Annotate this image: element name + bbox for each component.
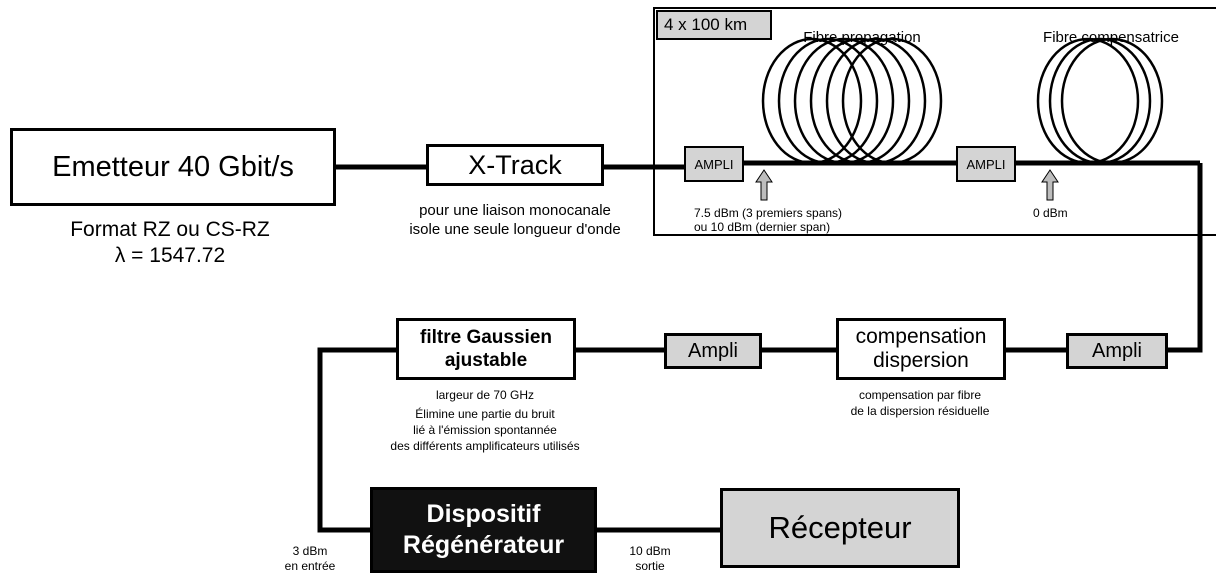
- span-frame: [653, 7, 1216, 236]
- span-ampli-1-label: AMPLI: [694, 156, 734, 172]
- regenerator-label-2: Régénérateur: [402, 531, 565, 559]
- filter-label-1: filtre Gaussien: [420, 327, 552, 348]
- receiver-label: Récepteur: [768, 510, 912, 545]
- filter-note-3: lié à l'émission spontannée: [413, 423, 557, 437]
- power-note-1a: 7.5 dBm (3 premiers spans): [694, 206, 843, 220]
- power-note-2: 0 dBm: [1033, 206, 1068, 220]
- filter-note-1: largeur de 70 GHz: [435, 388, 535, 402]
- emitter-label: Emetteur 40 Gbit/s: [52, 150, 294, 183]
- propagation-fibre-coil: [761, 37, 943, 165]
- regenerator-output-power: 10 dBm: [629, 544, 671, 558]
- compensation-note-1: compensation par fibre: [858, 388, 982, 402]
- receiver-box: Récepteur: [720, 488, 960, 568]
- span-ampli-2-label: AMPLI: [966, 156, 1006, 172]
- span-label-box: 4 x 100 km: [656, 10, 772, 40]
- compensation-fibre-coil: [1036, 37, 1164, 165]
- filter-note-4: des différents amplificateurs utilisés: [390, 439, 580, 453]
- xtrack-label: X-Track: [468, 149, 562, 180]
- power-arrow-2-icon: [1041, 169, 1059, 201]
- ampli-middle-label: Ampli: [687, 339, 738, 362]
- ampli-middle: Ampli: [664, 333, 762, 369]
- power-note-1b: ou 10 dBm (dernier span): [694, 220, 831, 234]
- xtrack-note-2: isole une seule longueur d'onde: [409, 221, 621, 238]
- compensation-label-2: dispersion: [873, 349, 969, 372]
- span-ampli-1: AMPLI: [684, 146, 744, 182]
- ampli-right-label: Ampli: [1091, 339, 1142, 362]
- emitter-box: Emetteur 40 Gbit/s: [10, 128, 336, 206]
- regenerator-label-1: Dispositif: [426, 500, 541, 528]
- gaussian-filter-box: filtre Gaussien ajustable: [396, 318, 576, 380]
- regenerator-input-label: en entrée: [284, 559, 336, 573]
- compensation-note-2: de la dispersion résiduelle: [850, 404, 990, 418]
- span-label: 4 x 100 km: [664, 15, 748, 34]
- dispersion-compensation-box: compensation dispersion: [836, 318, 1006, 380]
- xtrack-note-1: pour une liaison monocanale: [419, 202, 611, 219]
- span-ampli-2: AMPLI: [956, 146, 1016, 182]
- ampli-right: Ampli: [1066, 333, 1168, 369]
- emitter-format: Format RZ ou CS-RZ: [70, 218, 270, 241]
- xtrack-box: X-Track: [426, 144, 604, 186]
- compensation-label-1: compensation: [855, 325, 987, 348]
- power-arrow-1-icon: [755, 169, 773, 201]
- wire-loop-right: [1168, 163, 1203, 353]
- regenerator-box: Dispositif Régénérateur: [370, 487, 597, 573]
- filter-label-2: ajustable: [444, 350, 528, 371]
- filter-note-2: Élimine une partie du bruit: [415, 407, 555, 421]
- compensation-fibre-label: Fibre compensatrice: [1043, 29, 1179, 46]
- regenerator-output-label: sortie: [635, 559, 665, 573]
- wire-filter-regenerator: [317, 347, 396, 533]
- emitter-wavelength: λ = 1547.72: [114, 244, 226, 267]
- propagation-fibre-label: Fibre propagation: [803, 29, 921, 46]
- regenerator-input-power: 3 dBm: [292, 544, 328, 558]
